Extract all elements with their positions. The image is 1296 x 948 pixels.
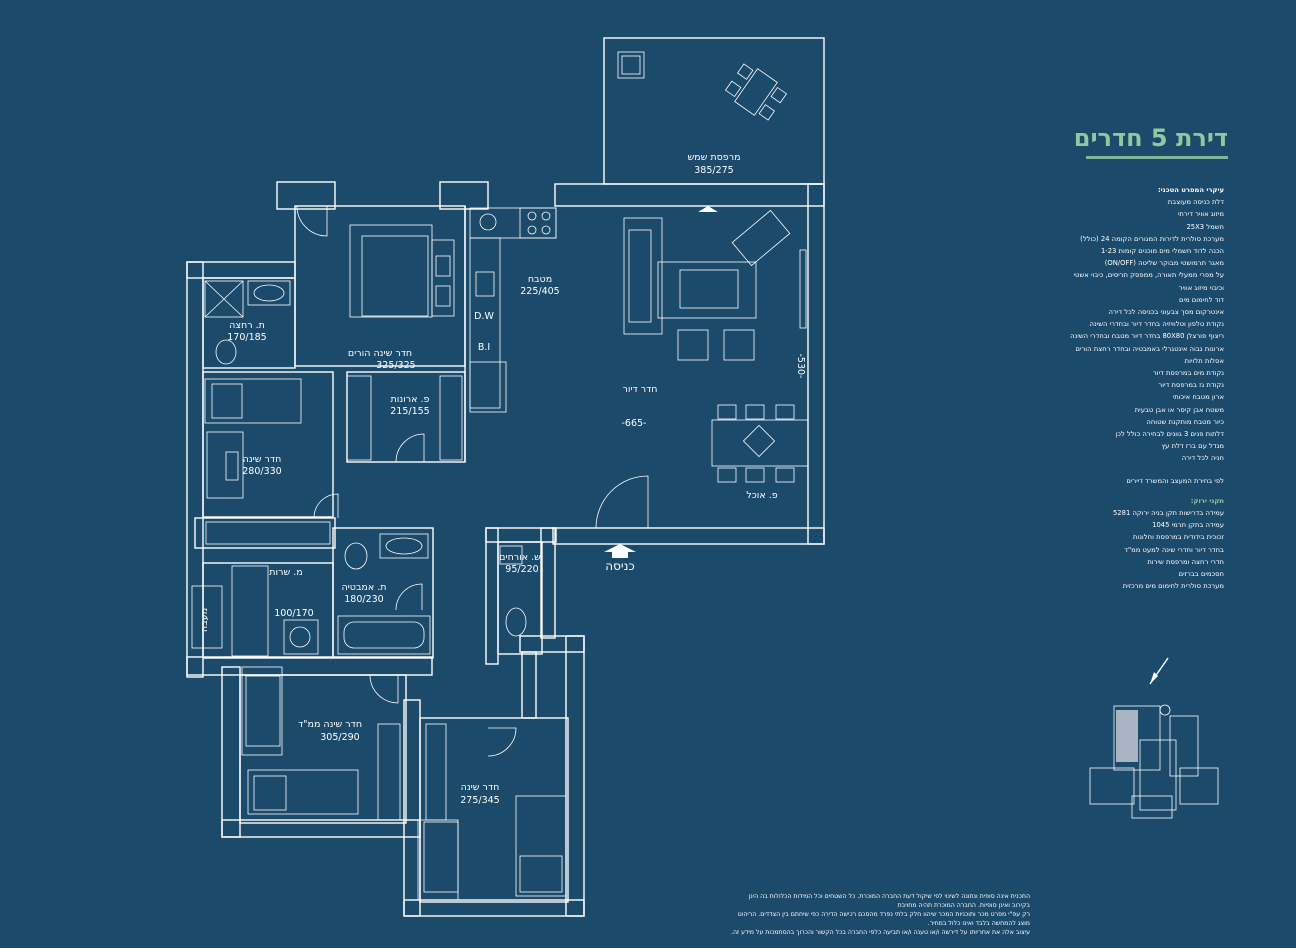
disclaimer-line: עיצוב אלה את אחריותו על דירשה ו/או טענה … xyxy=(731,929,1030,936)
green-item: עמידה בתקן תרמי 1045 xyxy=(1152,521,1224,530)
green-item: חדרי רחצה ומרפסת שירות xyxy=(1147,557,1224,566)
service-name: מ. שרות xyxy=(269,567,302,578)
dishwasher-label: D.W xyxy=(474,311,494,322)
spec-item: משטח אבן קיסר או אבן טבעית xyxy=(1134,405,1224,414)
spec-item: כיור מטבח מותקנת שטוחה xyxy=(1146,417,1224,426)
spec-item: מגדל עם ברז דלת עץ xyxy=(1161,442,1224,451)
key-plan-icon xyxy=(1089,704,1219,819)
bedroom1-name: חדר שינה xyxy=(243,454,282,465)
spec-item: ריצוף פורצלן 80X80 בחדר דיור מטבח ובחדרי… xyxy=(1070,332,1224,341)
dining-name: פ. אוכל xyxy=(746,490,777,501)
apartment-title: דירת 5 חדרים xyxy=(1073,124,1228,152)
shower-name: ת. רחצה xyxy=(229,320,265,331)
kitchen-fixtures xyxy=(469,207,557,413)
safe-room-name: חדר שינה ממ"ד xyxy=(298,719,362,730)
master-dims: 325/325 xyxy=(376,360,415,371)
guest-wc-dims: 95/220 xyxy=(505,564,538,575)
dining-table xyxy=(711,404,809,483)
spec-item: ארון מטבח איכותי xyxy=(1172,393,1224,402)
green-item: חסכמים בברזים xyxy=(1178,570,1224,579)
spec-item: מערכת סולרית לדירות המגורים הקומה 24 (כו… xyxy=(1080,234,1224,243)
spec-item: ארונות גבוה אינטגרלי באמבטיה ובחדר רחצת … xyxy=(1075,344,1224,353)
door-swings xyxy=(296,205,649,757)
spec-item: נקודת טלפון וטלוויזיה בחדר דיור ובחדרי ה… xyxy=(1089,320,1224,329)
spec-item: אינטרקום מסך צבעוני בכניסה לכל דירה xyxy=(1108,308,1224,317)
green-item: עמידה בדרישות תקן בניה ירוקה 5281 xyxy=(1112,509,1224,518)
bath-fixtures xyxy=(337,533,527,655)
bedroom2-name: חדר שינה xyxy=(461,782,500,793)
living-name: חדר דיור xyxy=(622,384,657,395)
spec-item: חניה לכל דירה xyxy=(1181,454,1224,463)
bedroom1-furniture xyxy=(204,378,302,499)
spec-item: מאגר תרמושטי מבוקר שליטה (ON/OFF) xyxy=(1104,259,1224,268)
specs-footnote: לפי בחירת המעצב והמשרד דיירים xyxy=(1126,476,1224,485)
title-underline xyxy=(1086,156,1228,159)
balcony-chair xyxy=(617,51,645,79)
master-name: חדר שינה הורים xyxy=(348,348,412,359)
sun-balcony-dims: 385/275 xyxy=(694,165,733,176)
spec-item: נקודת גז במרפסת דיור xyxy=(1158,381,1224,390)
specs-heading: עיקרי המפרט הטכני: xyxy=(1157,186,1224,194)
living-furniture xyxy=(623,209,807,361)
spec-item: על מפרי ממעלי תאורה, ממפסק תריסים, כיבוי… xyxy=(1073,271,1224,280)
bath-name: ת. אמבטיה xyxy=(341,582,386,593)
bedroom1-dims: 280/330 xyxy=(242,466,281,477)
spec-item: אסלות תלויות xyxy=(1184,356,1224,365)
living-width: -665- xyxy=(622,418,647,429)
service-dims: 100/170 xyxy=(274,608,313,619)
kitchen-name: מטבח xyxy=(528,274,552,285)
spec-item: וכיבוי מיזוג אוויר xyxy=(1178,283,1224,292)
specs-panel: עיקרי המפרט הטכני: דלת כניסה מעוצבת מיזו… xyxy=(1044,184,1224,593)
safe-room-dims: 305/290 xyxy=(320,732,359,743)
entrance-arrow xyxy=(604,544,636,558)
entrance-label: כניסה xyxy=(605,559,634,573)
compass-icon xyxy=(1149,657,1169,685)
apartment-title-block: דירת 5 חדרים xyxy=(1074,124,1228,159)
guest-wc-name: ש. אורחים xyxy=(499,552,541,563)
spec-item: דוד לחימום מים xyxy=(1178,295,1224,304)
sun-balcony-name: מרפסת שמש xyxy=(687,152,740,163)
disclaimer-line: התכנית אינה סופית ונתונה לשינוי לפי שיקו… xyxy=(748,893,1030,909)
laundry-label: מעבה xyxy=(199,608,210,632)
exterior-walls xyxy=(186,181,825,917)
bedroom-furniture-south xyxy=(245,675,567,897)
wardrobe-dims: 215/155 xyxy=(390,406,429,417)
living-depth: -530- xyxy=(795,354,806,379)
green-item: זכוכית בידודית במרפסת וחלונות xyxy=(1132,533,1224,542)
shower-dims: 170/185 xyxy=(227,332,266,343)
builtin-label: B.I xyxy=(478,342,490,353)
bedroom2-dims: 275/345 xyxy=(460,795,499,806)
green-item: מערכת סולרית לחימום מים מרכזית xyxy=(1122,582,1224,591)
spec-item: נקודת מים במרפסת דיור xyxy=(1152,369,1224,378)
spec-item: מיזוג אוויר דירתי xyxy=(1177,210,1224,219)
spec-item: דלתות פנים 3 גוונים לבחירה כולל לכן xyxy=(1115,430,1224,439)
green-heading: תקני ירוק: xyxy=(1190,496,1224,505)
spec-item: חשמל 25X3 xyxy=(1186,222,1224,231)
bath-dims: 180/230 xyxy=(344,594,383,605)
balcony-table-chairs xyxy=(724,63,788,121)
spec-item: דלת כניסה מעוצבת xyxy=(1167,198,1224,207)
disclaimer-line: רק עפ"י מפרט מכר ותוכניות המכר שיהוו חלק… xyxy=(737,911,1030,927)
kitchen-dims: 225/405 xyxy=(520,286,559,297)
wardrobe-name: פ. ארונות xyxy=(391,394,430,405)
service-area xyxy=(191,585,319,655)
disclaimer: התכנית אינה סופית ונתונה לשינוי לפי שיקו… xyxy=(730,892,1030,937)
master-bed xyxy=(349,224,455,318)
shower-fixtures xyxy=(204,280,291,365)
green-item: בחדר דיור וחדרי שינה למעט ממ"ד xyxy=(1124,545,1224,554)
spec-item: הכנה לדוד חשמלי מים מוכנים קומות 1-23 xyxy=(1100,247,1224,256)
living-window-arrow xyxy=(698,206,718,212)
interior-walls xyxy=(202,205,569,903)
